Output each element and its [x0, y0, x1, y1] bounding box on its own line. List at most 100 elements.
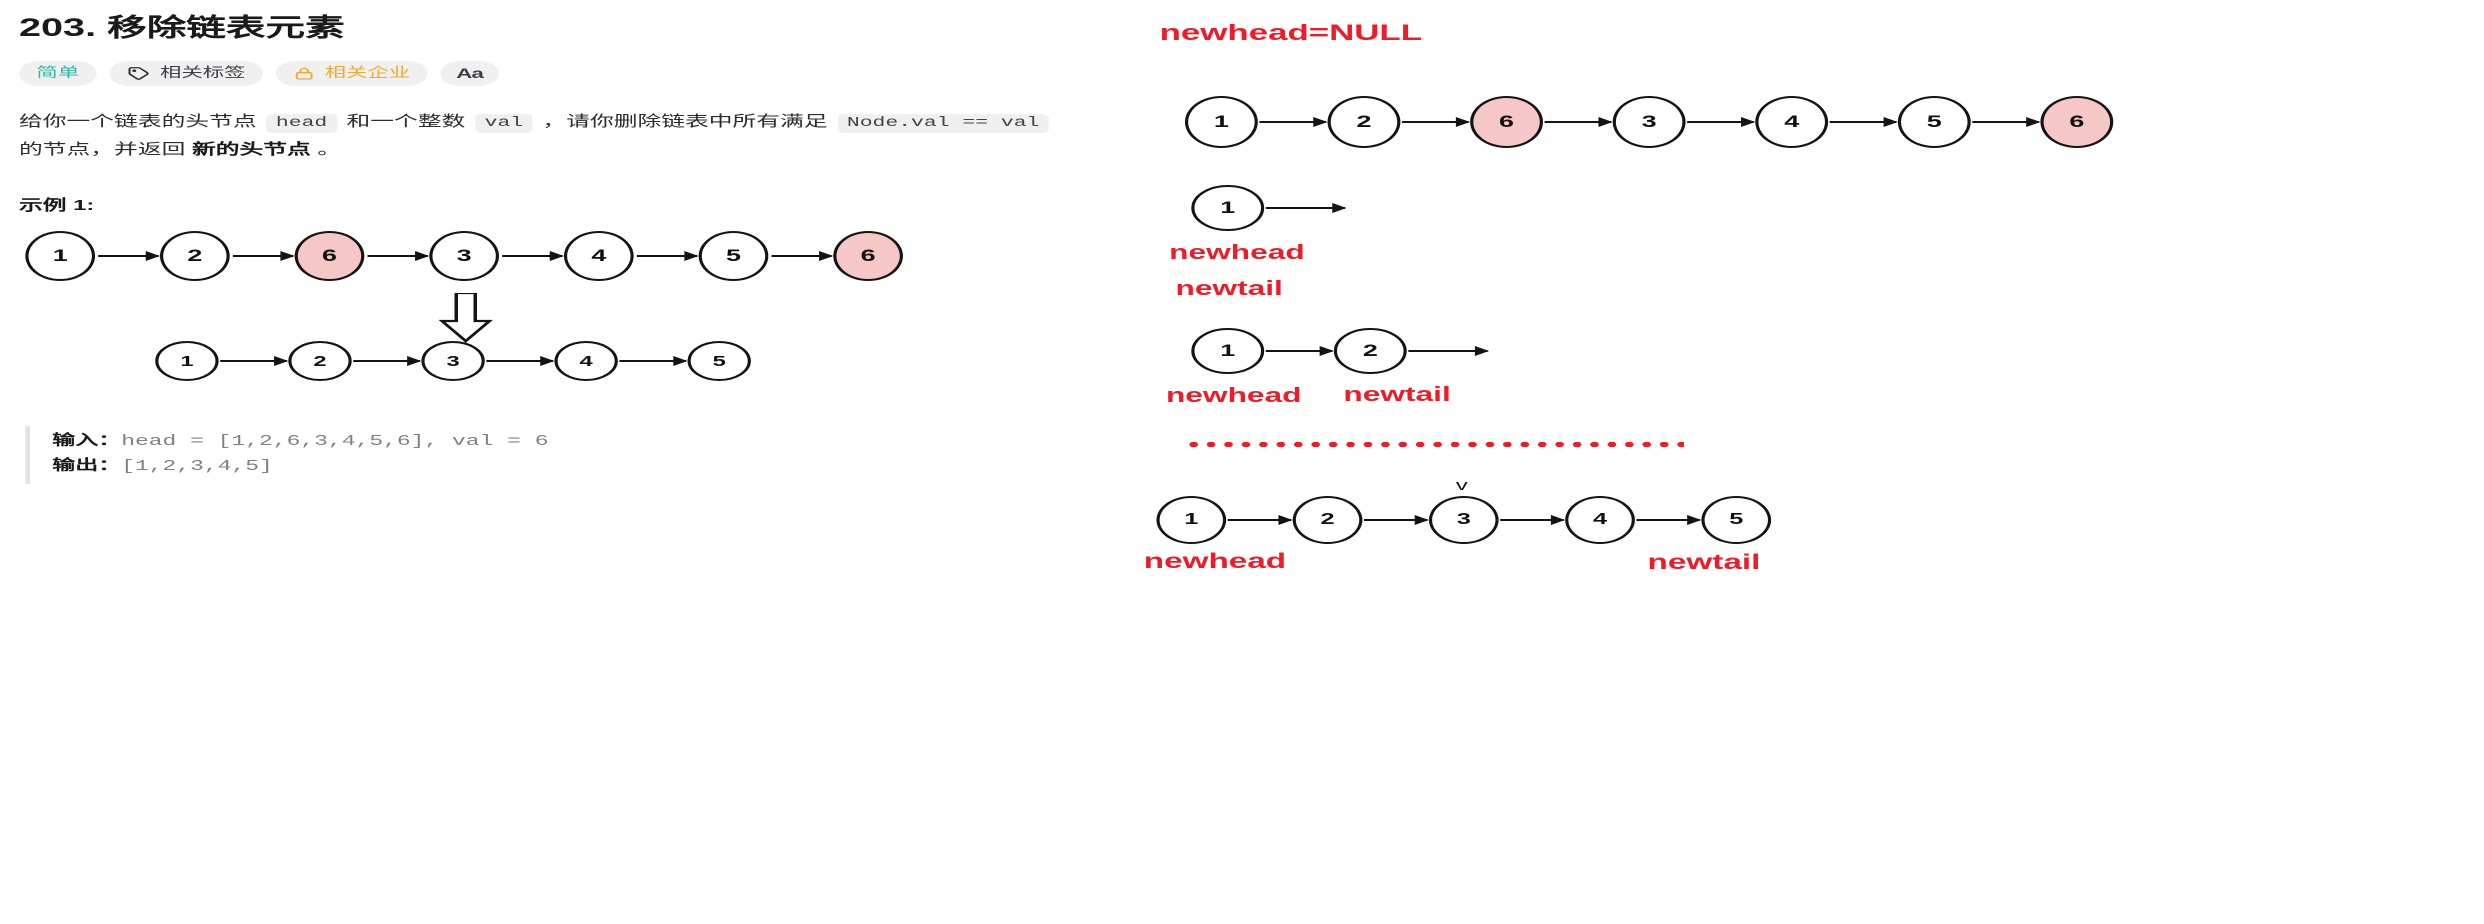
list-node: 2 [1333, 328, 1407, 374]
list-node: 2 [288, 341, 352, 382]
list-edge [619, 360, 686, 363]
list-edge [1363, 519, 1428, 522]
list-edge-trailing [1408, 350, 1488, 353]
annotation-label-newhead: newhead [1169, 242, 1305, 264]
list-edge [98, 255, 159, 258]
list-node: 1 [1156, 496, 1227, 544]
list-node: 6 [833, 231, 903, 282]
list-edge [502, 255, 563, 258]
list-edge [1829, 121, 1897, 124]
node-value: 2 [1362, 341, 1378, 360]
list-edge [1687, 121, 1754, 124]
node-value: 1 [1184, 511, 1199, 528]
node-value: 1 [180, 352, 194, 370]
list-node: 2 [1292, 496, 1363, 544]
list-node: 1 [1191, 185, 1265, 231]
list-node: 6 [2040, 96, 2114, 148]
list-node: 5 [1701, 496, 1772, 544]
list-node: 4 [1755, 96, 1829, 148]
font-size-label: Aa [456, 65, 484, 81]
list-node: 4 [1565, 496, 1635, 544]
list-edge [1401, 121, 1469, 124]
node-value: 3 [1641, 112, 1657, 131]
list-edge [1544, 121, 1612, 124]
output-key: 输出： [52, 458, 122, 475]
related-companies-button[interactable]: 相关企业 [275, 60, 428, 86]
list-edge [1972, 121, 2039, 124]
node-value: 1 [52, 246, 68, 266]
desc-part-5: 。 [310, 141, 342, 159]
related-tags-label: 相关标签 [160, 65, 246, 81]
list-edge [1259, 121, 1326, 124]
node-value: 1 [1220, 198, 1236, 217]
font-size-button[interactable]: Aa [440, 60, 499, 86]
list-node: 3 [1428, 496, 1499, 544]
list-edge [636, 255, 698, 258]
list-node: 1 [1191, 328, 1265, 374]
node-value: 6 [1499, 112, 1515, 131]
code-head: head [266, 113, 337, 133]
desc-part-2: 和一个整数 [339, 112, 472, 130]
page-title: 203. 移除链表元素 [19, 14, 345, 42]
desc-bold-newhead: 新的头节点 [191, 141, 311, 159]
list-node: 2 [160, 231, 230, 282]
list-node: 4 [563, 231, 634, 282]
annotation-label-newhead: newhead [1165, 385, 1302, 407]
list-node: 1 [25, 231, 96, 282]
red-dotted-separator [1184, 442, 1684, 447]
node-value: 2 [1320, 511, 1335, 528]
annotation-heading: newhead=NULL [1159, 20, 1423, 45]
node-value: 5 [1729, 511, 1744, 528]
list-edge [232, 255, 294, 258]
node-value: 2 [1356, 112, 1372, 131]
code-val: val [475, 113, 533, 133]
annotation-label-newtail: newtail [1647, 551, 1761, 574]
list-node: 2 [1327, 96, 1401, 148]
annotation-label-newhead: newhead [1143, 550, 1287, 573]
node-value: 6 [322, 246, 338, 266]
list-edge [353, 360, 420, 363]
input-value: head = [1,2,6,3,4,5,6], val = 6 [121, 434, 549, 451]
node-value: 6 [2069, 112, 2085, 131]
list-node: 3 [1612, 96, 1686, 148]
list-node: 6 [294, 231, 365, 282]
annotation-label-newtail: newtail [1343, 384, 1451, 406]
node-value: 2 [313, 352, 327, 370]
lock-icon [293, 66, 315, 81]
related-companies-label: 相关企业 [324, 65, 411, 81]
list-edge-trailing [1265, 207, 1345, 210]
list-edge [220, 360, 287, 363]
node-value: 4 [591, 246, 607, 266]
list-node: 6 [1470, 96, 1543, 148]
node-value: 3 [446, 352, 460, 370]
node-value: 2 [187, 246, 203, 266]
list-node: 1 [155, 341, 219, 382]
annotation-label-newtail: newtail [1175, 278, 1283, 300]
input-key: 输入： [52, 433, 122, 450]
node-value: 4 [1592, 511, 1608, 528]
list-edge [1636, 519, 1700, 522]
list-edge [1500, 519, 1564, 522]
code-condition: Node.val == val [837, 113, 1049, 133]
list-node: 5 [687, 341, 751, 382]
node-value: 3 [456, 246, 472, 266]
list-node: 4 [554, 341, 618, 382]
list-edge [771, 255, 832, 258]
node-value: 4 [579, 352, 593, 370]
problem-description: 给你一个链表的头节点 head 和一个整数 val ，请你删除链表中所有满足 N… [19, 108, 1080, 165]
related-tags-button[interactable]: 相关标签 [109, 60, 263, 86]
list-node: 1 [1184, 96, 1258, 148]
list-node: 3 [429, 231, 500, 282]
desc-part-4: 的节点，并返回 [19, 141, 192, 159]
caret-marker: v [1455, 477, 1468, 494]
list-node: 5 [698, 231, 769, 282]
difficulty-badge[interactable]: 简单 [19, 60, 97, 86]
node-value: 5 [1926, 112, 1942, 131]
list-node: 3 [421, 341, 485, 382]
list-edge [1227, 519, 1292, 522]
problem-description-panel: 203. 移除链表元素 简单 相关标签 [0, 0, 1109, 924]
list-edge [486, 360, 553, 363]
example-io-block: 输入：head = [1,2,6,3,4,5,6], val = 6 输出：[1… [25, 426, 1086, 485]
